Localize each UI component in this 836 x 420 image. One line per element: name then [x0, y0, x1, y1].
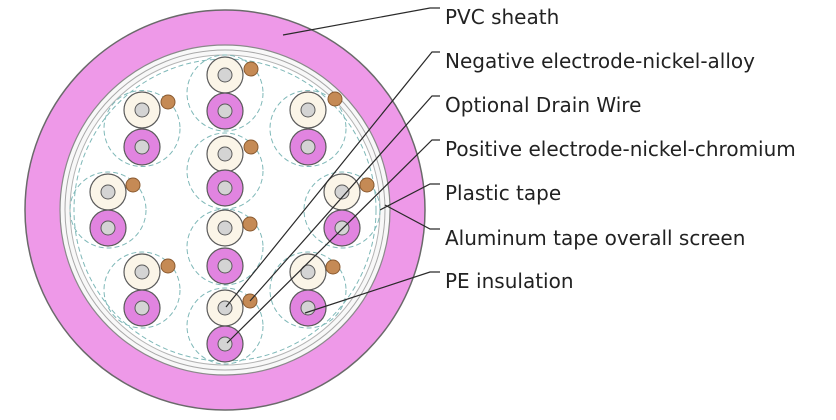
negative-conductor — [217, 146, 233, 162]
positive-conductor — [217, 180, 233, 196]
pair-screen — [69, 171, 147, 249]
leader-plastic-tape — [379, 183, 440, 211]
positive-conductor — [217, 103, 233, 119]
label-pvc-sheath: PVC sheath — [445, 5, 559, 29]
pair-screen — [103, 90, 181, 167]
positive-conductor — [100, 220, 116, 236]
positive-conductor — [300, 139, 316, 155]
label-plastic-tape: Plastic tape — [445, 181, 561, 205]
pair-screen — [269, 251, 347, 329]
aluminum-tape-screen-inner-ring — [64, 49, 386, 371]
label-aluminum-tape: Aluminum tape overall screen — [445, 226, 745, 250]
negative-conductor — [217, 67, 233, 83]
pair-10 — [186, 287, 264, 365]
positive-conductor — [217, 258, 233, 274]
pair-2 — [103, 90, 181, 167]
pair-5 — [69, 171, 147, 249]
negative-conductor — [300, 102, 316, 118]
pair-screen — [186, 287, 264, 365]
leader-positive-electrode — [226, 139, 440, 344]
pair-4 — [186, 132, 264, 210]
drain-wire — [325, 259, 341, 275]
drain-wire — [243, 139, 259, 155]
negative-conductor — [134, 264, 150, 280]
label-pe-insulation: PE insulation — [445, 269, 574, 293]
drain-wire — [160, 258, 176, 274]
positive-conductor — [134, 139, 150, 155]
pair-screen — [103, 251, 181, 329]
leader-pvc-sheath — [282, 7, 440, 36]
drain-wire — [242, 216, 258, 232]
pair-9 — [269, 251, 347, 329]
pair-screen — [186, 208, 264, 286]
leader-negative-electrode — [225, 51, 440, 308]
inner-screen-dashed — [73, 58, 377, 362]
pair-screen — [269, 90, 347, 167]
leader-aluminum-tape — [384, 204, 440, 230]
positive-conductor — [134, 300, 150, 316]
pair-1 — [186, 54, 264, 132]
positive-conductor — [334, 220, 350, 236]
leader-lines — [225, 7, 440, 344]
leader-drain-wire — [249, 95, 440, 302]
leader-pe-insulation — [304, 271, 440, 314]
positive-conductor — [300, 300, 316, 316]
pair-8 — [103, 251, 181, 329]
drain-wire — [160, 94, 176, 110]
twisted-pairs — [69, 54, 381, 365]
positive-conductor — [217, 336, 233, 352]
pair-screen — [186, 54, 264, 132]
label-drain-wire: Optional Drain Wire — [445, 93, 641, 117]
negative-conductor — [134, 102, 150, 118]
pair-6 — [303, 171, 381, 249]
negative-conductor — [217, 220, 233, 236]
drain-wire — [125, 177, 141, 193]
negative-conductor — [100, 184, 116, 200]
label-positive-electrode: Positive electrode-nickel-chromium — [445, 137, 796, 161]
negative-conductor — [300, 264, 316, 280]
drain-wire — [327, 91, 343, 107]
pair-3 — [269, 90, 347, 167]
pair-7 — [186, 208, 264, 286]
negative-conductor — [334, 184, 350, 200]
label-negative-electrode: Negative electrode-nickel-alloy — [445, 49, 755, 73]
drain-wire — [359, 177, 375, 193]
drain-wire — [243, 61, 259, 77]
